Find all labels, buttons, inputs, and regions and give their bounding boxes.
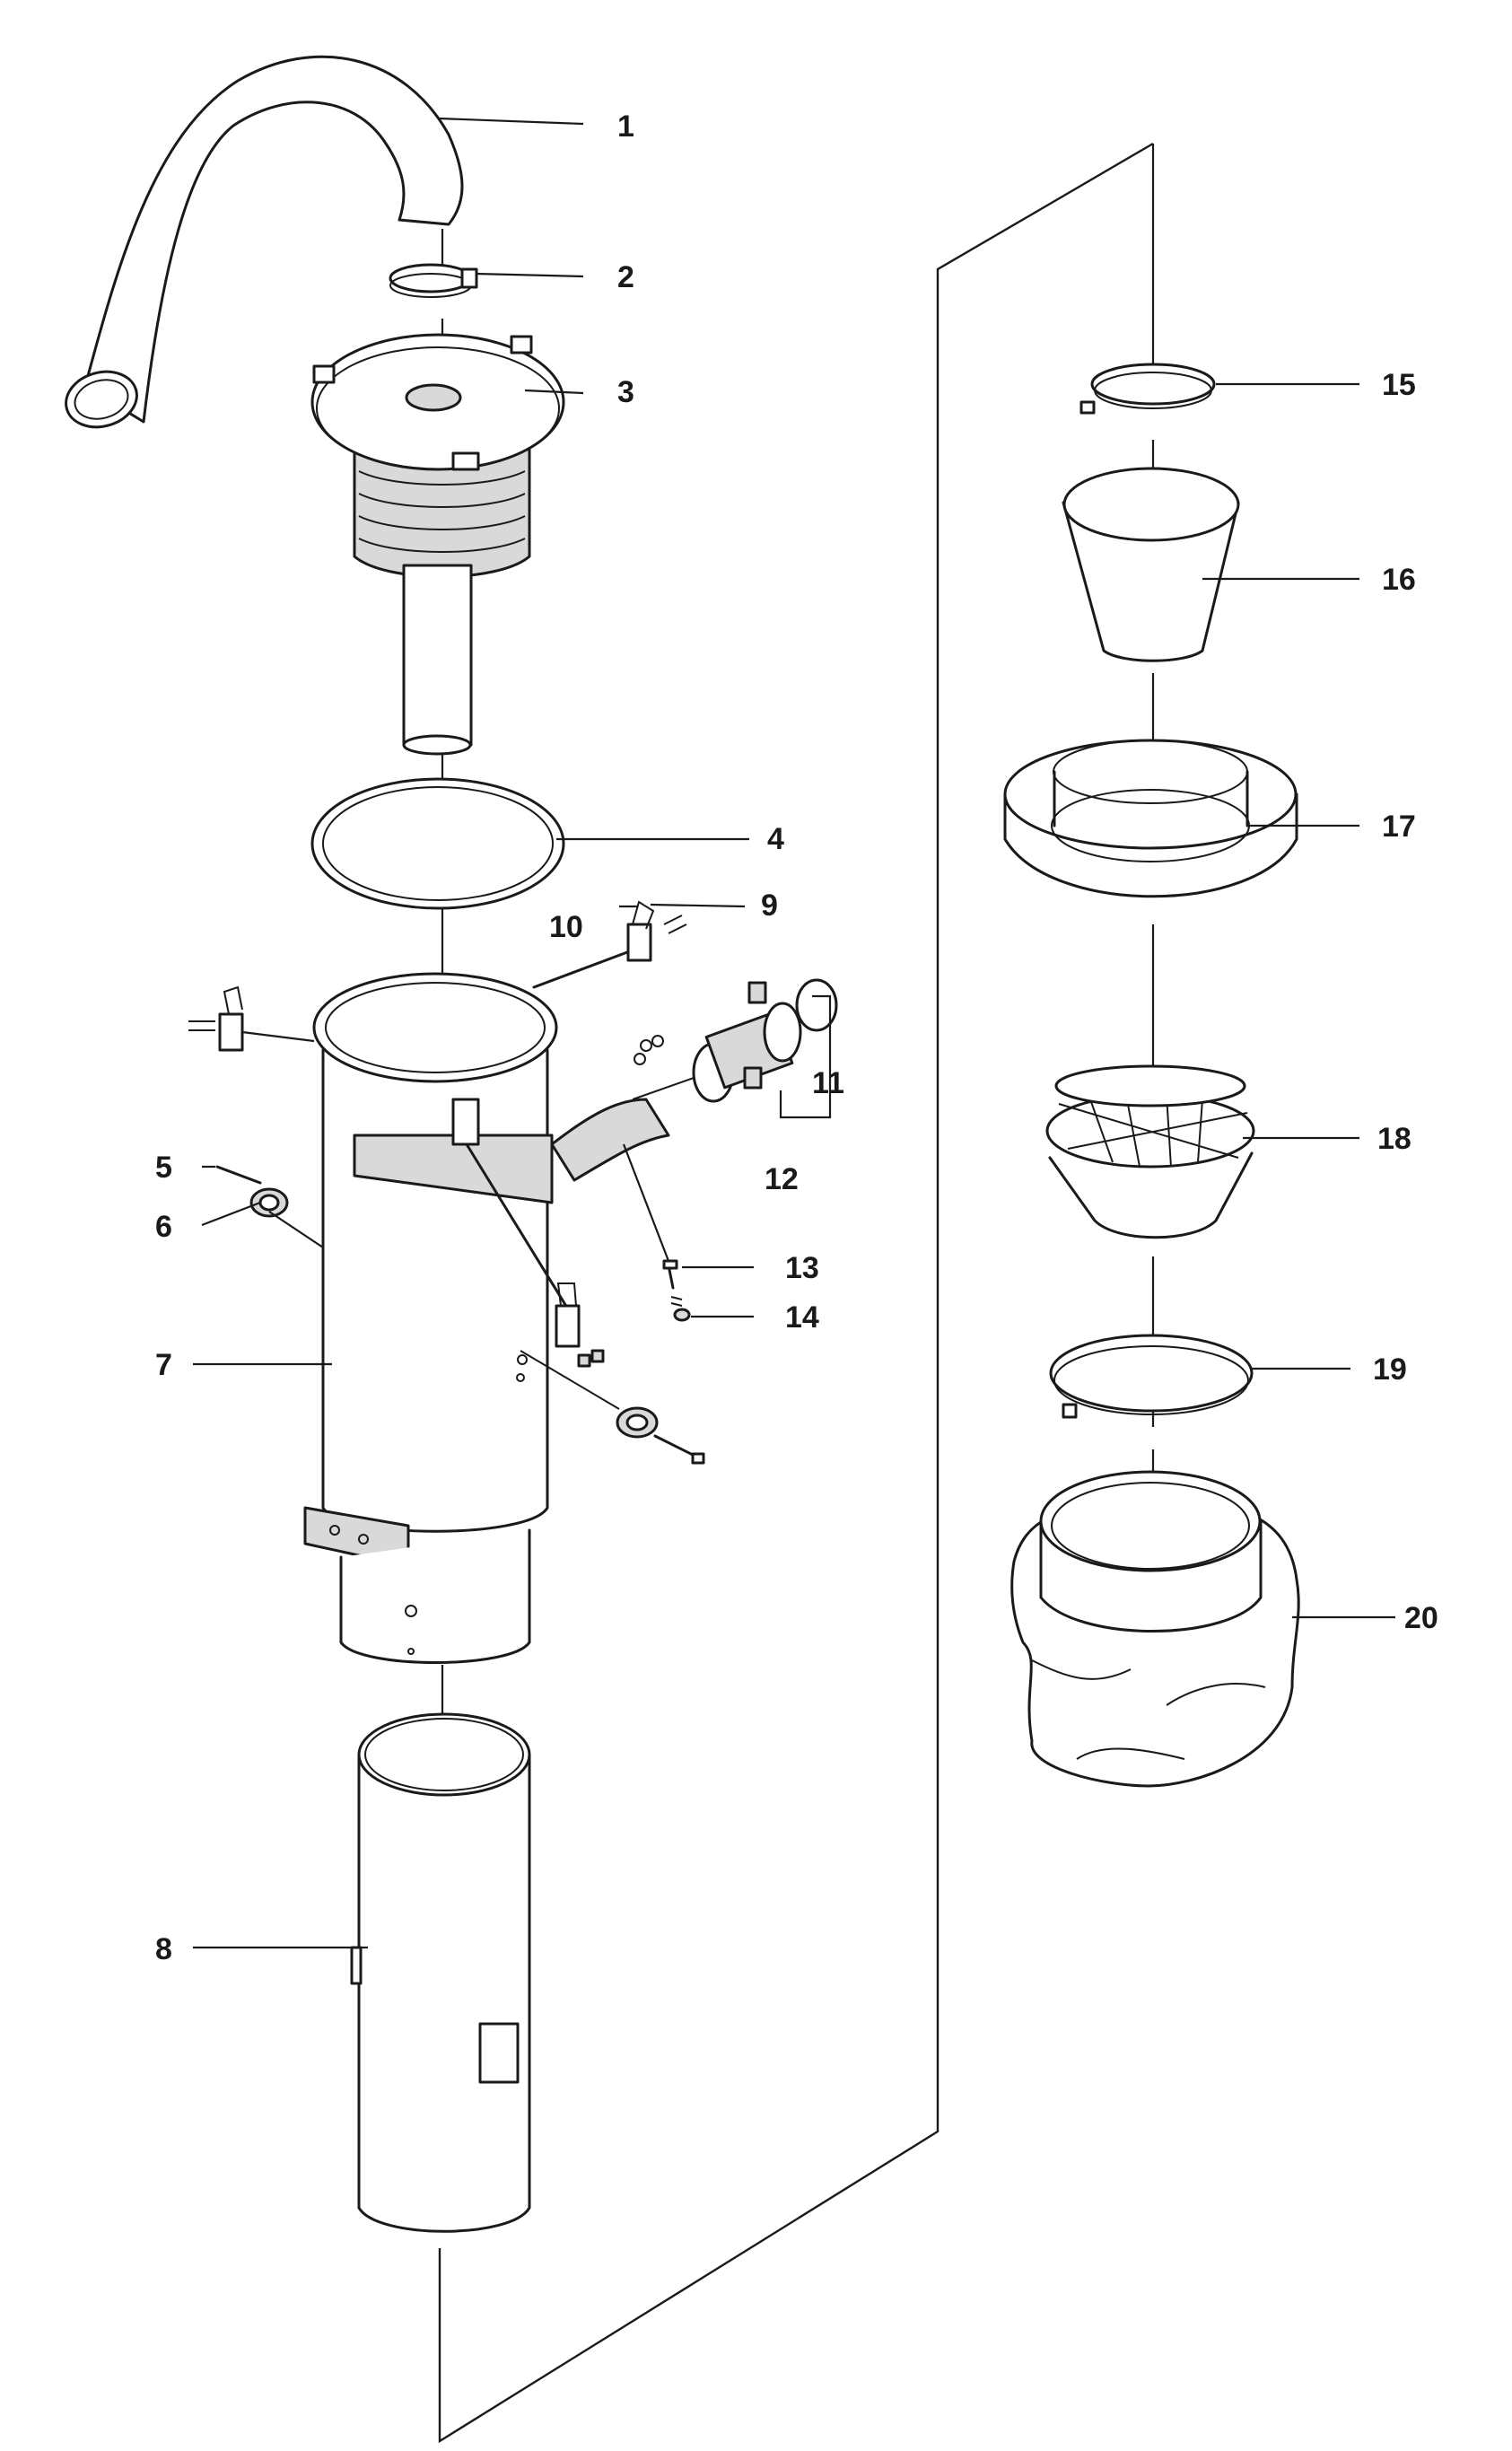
callout-18: 18 <box>1377 1122 1411 1156</box>
part-front-latch-rod <box>465 1142 605 1368</box>
part-17-tray-ring <box>1003 739 1298 898</box>
callout-2: 2 <box>617 260 634 294</box>
assembly-frame-line <box>438 142 1154 2444</box>
part-9-10-latch <box>532 900 687 989</box>
part-5-screw <box>215 1165 262 1185</box>
part-right-knob-screw <box>520 1350 705 1465</box>
callout-14: 14 <box>785 1300 819 1335</box>
callout-16: 16 <box>1382 563 1416 597</box>
leader-lines <box>193 117 1395 1949</box>
part-8-outlet-tube <box>350 1712 531 2233</box>
callout-1: 1 <box>617 109 634 144</box>
part-11-12-inlet-coupling <box>632 978 838 1103</box>
callout-4: 4 <box>767 822 784 856</box>
part-15-clamp-ring <box>1079 363 1216 415</box>
part-4-gasket <box>310 777 565 910</box>
callout-12: 12 <box>765 1162 799 1196</box>
part-6-knob <box>249 1187 289 1218</box>
callout-20: 20 <box>1404 1601 1438 1635</box>
part-3-lid-motor <box>310 333 565 756</box>
callout-9: 9 <box>761 888 778 923</box>
callout-15: 15 <box>1382 368 1416 402</box>
part-18-basket <box>1045 1064 1255 1239</box>
callout-11: 11 <box>812 1066 844 1100</box>
part-2-clamp <box>389 263 478 298</box>
callout-10: 10 <box>549 910 583 944</box>
callout-7: 7 <box>155 1348 172 1382</box>
callout-19: 19 <box>1373 1352 1407 1387</box>
callout-8: 8 <box>155 1932 172 1966</box>
part-1-hose <box>65 55 464 429</box>
part-19-clamp-ring <box>1049 1334 1254 1419</box>
part-13-14-pins <box>662 1259 691 1322</box>
callout-13: 13 <box>785 1251 819 1285</box>
part-7-cyclone-body <box>303 972 670 1664</box>
callout-3: 3 <box>617 375 634 409</box>
part-left-latch <box>188 985 244 1052</box>
callout-6: 6 <box>155 1210 172 1244</box>
part-16-cone <box>1062 467 1240 662</box>
callout-5: 5 <box>155 1151 172 1185</box>
callout-labels: 1 2 3 4 5 6 7 8 9 10 11 12 13 14 15 16 1… <box>155 109 1438 1966</box>
part-20-dust-bag <box>1010 1470 1300 1788</box>
callout-17: 17 <box>1382 810 1416 844</box>
